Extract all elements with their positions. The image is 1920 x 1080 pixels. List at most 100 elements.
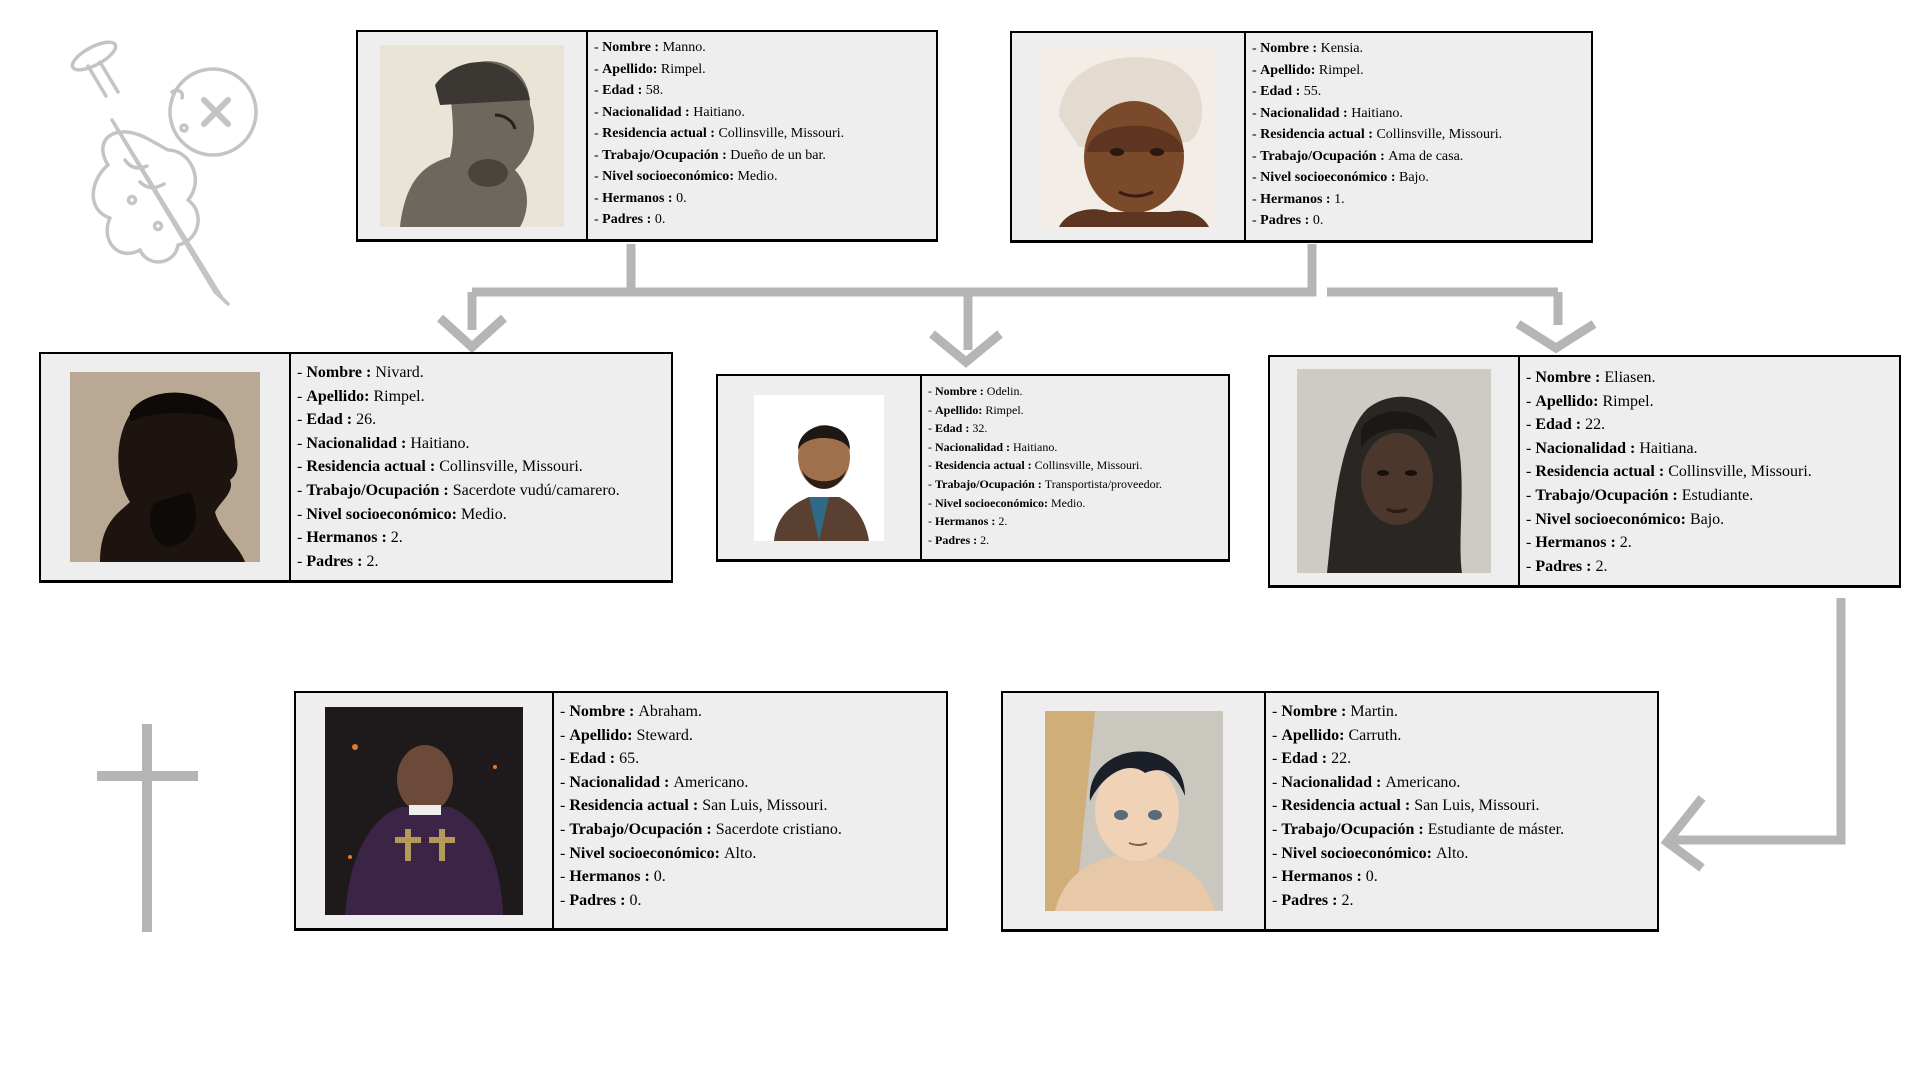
field-separator: : (1591, 369, 1605, 386)
field-label: Trabajo/Ocupación (1535, 486, 1669, 504)
field-separator: : (660, 773, 674, 791)
info-row: - Residencia actual : San Luis, Missouri… (560, 797, 828, 815)
field-label: Apellido (935, 402, 979, 417)
field-label: Residencia actual (935, 458, 1025, 473)
field-separator: : (1024, 458, 1035, 473)
photo-cell (41, 354, 291, 580)
person-info-odelin: - Nombre : Odelin.- Apellido: Rimpel.- E… (922, 376, 1162, 559)
info-row: - Nacionalidad : Haitiano. (1252, 105, 1403, 121)
portrait-eliasen (1297, 369, 1491, 573)
info-row: - Trabajo/Ocupación : Estudiante de mást… (1272, 820, 1565, 838)
field-label: Nacionalidad (935, 439, 1004, 454)
field-label: Edad (602, 83, 635, 98)
field-label: Nacionalidad (1535, 439, 1627, 457)
field-label: Hermanos (1535, 534, 1607, 552)
field-value: Sacerdote cristiano. (715, 820, 842, 838)
info-row: - Edad : 26. (297, 411, 377, 429)
info-row: - Residencia actual : Collinsville, Miss… (1526, 463, 1812, 481)
field-value: 0. (1312, 213, 1324, 228)
field-separator: : (1328, 891, 1342, 909)
portrait-manno (380, 44, 564, 227)
field-separator: : (1680, 510, 1690, 528)
field-value: Steward. (636, 726, 693, 744)
field-label: Trabajo/Ocupación (1281, 820, 1415, 838)
field-value: 22. (1585, 416, 1606, 434)
info-row: - Hermanos : 1. (1252, 191, 1345, 207)
photo-cell (296, 693, 554, 928)
field-value: Eliasen. (1604, 369, 1656, 386)
field-value: 2. (980, 532, 990, 547)
field-label: Padres (569, 891, 617, 909)
arrowhead-eliasen (1515, 320, 1597, 354)
field-label: Edad (306, 411, 343, 429)
field-separator: : (605, 750, 620, 768)
field-separator: : (976, 384, 987, 398)
field-separator: : (1352, 868, 1366, 886)
info-row: - Apellido: Steward. (560, 726, 693, 744)
field-value: Manno. (662, 40, 706, 55)
info-row: - Hermanos : 0. (560, 868, 666, 886)
info-row: - Apellido: Rimpel. (928, 402, 1024, 417)
field-separator: : (702, 820, 716, 838)
field-separator: : (616, 891, 630, 909)
field-value: Medio. (1050, 495, 1086, 510)
field-label: Nivel socioeconómico (569, 844, 715, 862)
field-label: Padres (1535, 557, 1583, 575)
field-separator: : (729, 169, 738, 184)
arrowhead-odelin (929, 330, 1003, 368)
info-row: - Padres : 2. (928, 532, 990, 547)
field-value: 1. (1334, 191, 1345, 207)
voodoo-doll-icon (70, 40, 258, 306)
field-separator: : (1339, 105, 1352, 121)
field-separator: : (718, 147, 731, 163)
info-row: - Edad : 55. (1252, 84, 1322, 99)
photo-cell (1012, 33, 1246, 240)
field-label: Nacionalidad (602, 104, 682, 120)
field-label: Padres (602, 212, 644, 227)
info-row: - Nombre : Martin. (1272, 703, 1398, 720)
field-value: Alto. (723, 844, 757, 862)
field-value: Transportista/proveedor. (1044, 476, 1163, 491)
field-value: San Luis, Missouri. (702, 797, 828, 815)
field-label: Edad (1260, 84, 1293, 99)
field-value: Estudiante de máster. (1427, 820, 1565, 838)
field-separator: : (714, 844, 724, 862)
field-value: 26. (356, 411, 377, 429)
person-card-abraham: - Nombre : Abraham.- Apellido: Steward.-… (294, 691, 948, 931)
field-separator: : (1003, 439, 1014, 454)
field-separator: : (988, 514, 999, 529)
field-value: Odelin. (986, 384, 1023, 398)
photo-cell (718, 376, 922, 559)
field-value: Bajo. (1398, 170, 1429, 185)
field-label: Residencia actual (1281, 797, 1401, 815)
info-row: - Trabajo/Ocupación : Estudiante. (1526, 486, 1754, 504)
field-value: 2. (1595, 557, 1608, 575)
field-separator: : (364, 387, 374, 405)
field-separator: : (664, 190, 677, 206)
field-separator: : (1339, 726, 1349, 744)
info-row: - Hermanos : 2. (1526, 534, 1632, 552)
field-label: Padres (1260, 213, 1302, 228)
field-value: 2. (998, 514, 1008, 529)
field-separator: : (1606, 534, 1620, 552)
field-value: 0. (653, 868, 666, 886)
field-label: Nivel socioeconómico (1535, 510, 1681, 528)
info-row: - Padres : 0. (594, 212, 666, 227)
field-label: Residencia actual (306, 458, 426, 476)
field-label: Padres (306, 552, 354, 570)
eliasen-to-martin-line (1666, 598, 1846, 845)
field-value: 22. (1331, 750, 1352, 768)
field-value: Medio. (460, 505, 507, 523)
person-info-nivard: - Nombre : Nivard.- Apellido: Rimpel.- E… (291, 354, 620, 580)
field-separator: : (1322, 191, 1335, 207)
info-row: - Apellido: Rimpel. (1526, 392, 1654, 410)
field-value: 2. (1619, 534, 1632, 552)
info-row: - Hermanos : 0. (1272, 868, 1378, 886)
field-label: Edad (1535, 416, 1572, 434)
field-value: Kensia. (1320, 41, 1363, 56)
info-row: - Hermanos : 2. (928, 514, 1008, 529)
info-row: - Nivel socioeconómico: Medio. (594, 169, 778, 184)
field-label: Nombre (1260, 41, 1309, 56)
